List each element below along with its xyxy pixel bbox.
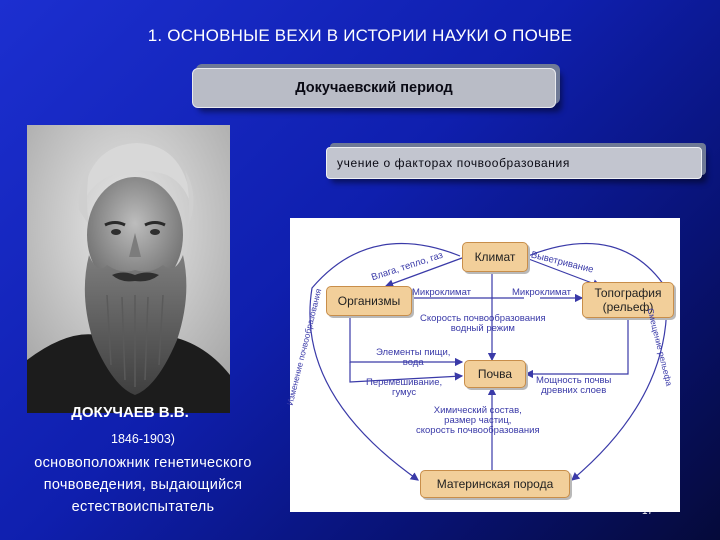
label-microclimate-right: Микроклимат (512, 287, 572, 298)
label-thickness-line: Мощность почвы (536, 375, 612, 386)
period-label-box: Докучаевский период (192, 68, 556, 108)
description-line: почвоведения, выдающийся (43, 477, 243, 493)
description-line: основоположник генетического (34, 455, 252, 471)
teaching-label: учение о факторах почвообразования (337, 156, 570, 170)
label-chemistry-line: скорость почвообразования (416, 425, 540, 436)
person-years: 1846-1903) (111, 432, 175, 446)
node-organisms: Организмы (326, 286, 412, 316)
label-microclimate-left: Микроклимат (412, 287, 472, 298)
person-name: ДОКУЧАЕВ В.В. (71, 404, 189, 421)
description-line: естествоиспытатель (71, 499, 215, 515)
node-climate: Климат (462, 242, 528, 272)
label-chemistry: Химический состав, размер частиц, скорос… (416, 406, 540, 436)
label-elements-line: вода (402, 357, 424, 368)
person-description: основоположник генетического почвоведени… (10, 452, 276, 518)
label-chemistry-line: Химический состав, (433, 405, 522, 416)
label-mixing-line: гумус (391, 387, 417, 398)
node-topography-line: Топография (594, 286, 662, 300)
label-rate: Скорость почвообразования водный режим (420, 314, 546, 334)
label-rate-line: Скорость почвообразования (420, 313, 546, 324)
node-topography: Топография (рельеф) (582, 282, 674, 318)
node-soil: Почва (464, 360, 526, 388)
soil-factors-diagram: Климат Организмы Топография (рельеф) Поч… (285, 218, 680, 512)
slide-title: 1. ОСНОВНЫЕ ВЕХИ В ИСТОРИИ НАУКИ О ПОЧВЕ (147, 26, 573, 45)
portrait-photo (27, 125, 230, 413)
label-thickness-line: древних слоев (541, 385, 607, 396)
label-thickness: Мощность почвы древних слоев (536, 376, 611, 396)
page-number: 17 (642, 506, 654, 517)
label-elements: Элементы пищи, вода (376, 348, 450, 368)
label-mixing-line: Перемешивание, (366, 377, 443, 388)
label-elements-line: Элементы пищи, (376, 347, 451, 358)
portrait-illustration (27, 125, 230, 413)
period-label: Докучаевский период (295, 80, 453, 96)
teaching-label-box: учение о факторах почвообразования (326, 147, 702, 179)
label-mixing: Перемешивание, гумус (366, 378, 442, 398)
label-chemistry-line: размер частиц, (444, 415, 512, 426)
node-parent-rock: Материнская порода (420, 470, 570, 498)
node-topography-line: (рельеф) (602, 300, 654, 314)
label-rate-line: водный режим (450, 323, 515, 334)
